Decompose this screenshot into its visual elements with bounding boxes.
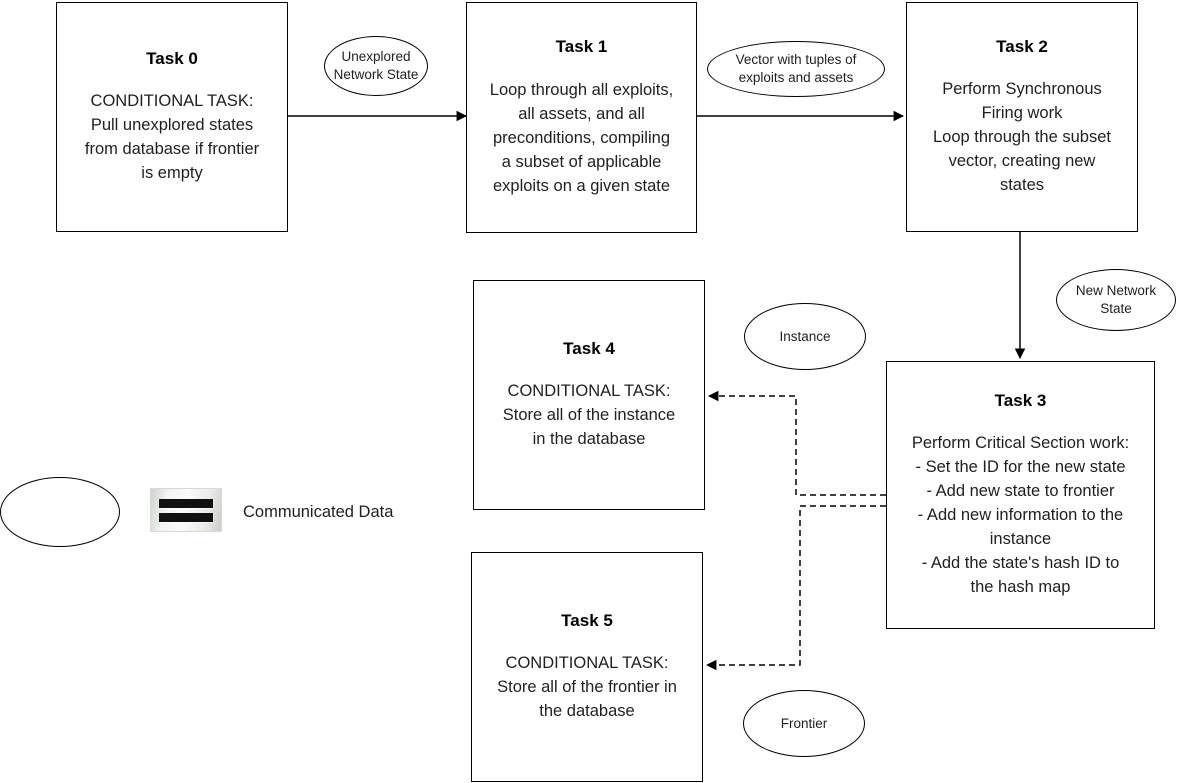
data-label-vector-with-tuples[interactable]: Vector with tuples of exploits and asset… bbox=[707, 41, 885, 97]
task-1-title: Task 1 bbox=[555, 37, 608, 57]
task-2-title: Task 2 bbox=[996, 36, 1048, 56]
task-0-box[interactable]: Task 0 CONDITIONAL TASK: Pull unexplored… bbox=[56, 2, 288, 232]
data-label-instance[interactable]: Instance bbox=[744, 303, 866, 370]
task-5-box[interactable]: Task 5 CONDITIONAL TASK: Store all of th… bbox=[471, 552, 703, 782]
task-1-box[interactable]: Task 1 Loop through all exploits, all as… bbox=[466, 2, 697, 233]
task-4-box[interactable]: Task 4 CONDITIONAL TASK: Store all of th… bbox=[473, 280, 705, 510]
edge-task3-to-task4 bbox=[707, 390, 886, 496]
equals-icon bbox=[150, 488, 222, 532]
data-label-new-network-state[interactable]: New Network State bbox=[1056, 269, 1176, 331]
task-3-box[interactable]: Task 3 Perform Critical Section work: - … bbox=[886, 361, 1155, 629]
task-0-title: Task 0 bbox=[146, 48, 198, 68]
task-3-body: Perform Critical Section work: - Set the… bbox=[911, 433, 1130, 597]
task-0-body: CONDITIONAL TASK: Pull unexplored states… bbox=[84, 92, 260, 183]
task-4-body: CONDITIONAL TASK: Store all of the insta… bbox=[502, 382, 676, 449]
task-5-body: CONDITIONAL TASK: Store all of the front… bbox=[497, 654, 677, 721]
task-4-title: Task 4 bbox=[563, 338, 615, 358]
task-2-body: Perform Synchronous Firing work Loop thr… bbox=[933, 80, 1111, 195]
edge-task3-to-task5 bbox=[705, 505, 886, 671]
equals-icon-bar-top bbox=[158, 498, 214, 508]
task-1-body: Loop through all exploits, all assets, a… bbox=[489, 80, 674, 195]
task-3-title: Task 3 bbox=[994, 390, 1047, 410]
task-5-title: Task 5 bbox=[561, 610, 613, 630]
ellipse-shape-icon bbox=[0, 477, 120, 547]
equals-icon-bar-bottom bbox=[158, 512, 214, 522]
task-2-box[interactable]: Task 2 Perform Synchronous Firing work L… bbox=[906, 2, 1138, 232]
legend-label: Communicated Data bbox=[243, 503, 394, 521]
data-label-frontier[interactable]: Frontier bbox=[743, 690, 865, 757]
data-label-unexplored-network-state[interactable]: Unexplored Network State bbox=[324, 36, 428, 96]
